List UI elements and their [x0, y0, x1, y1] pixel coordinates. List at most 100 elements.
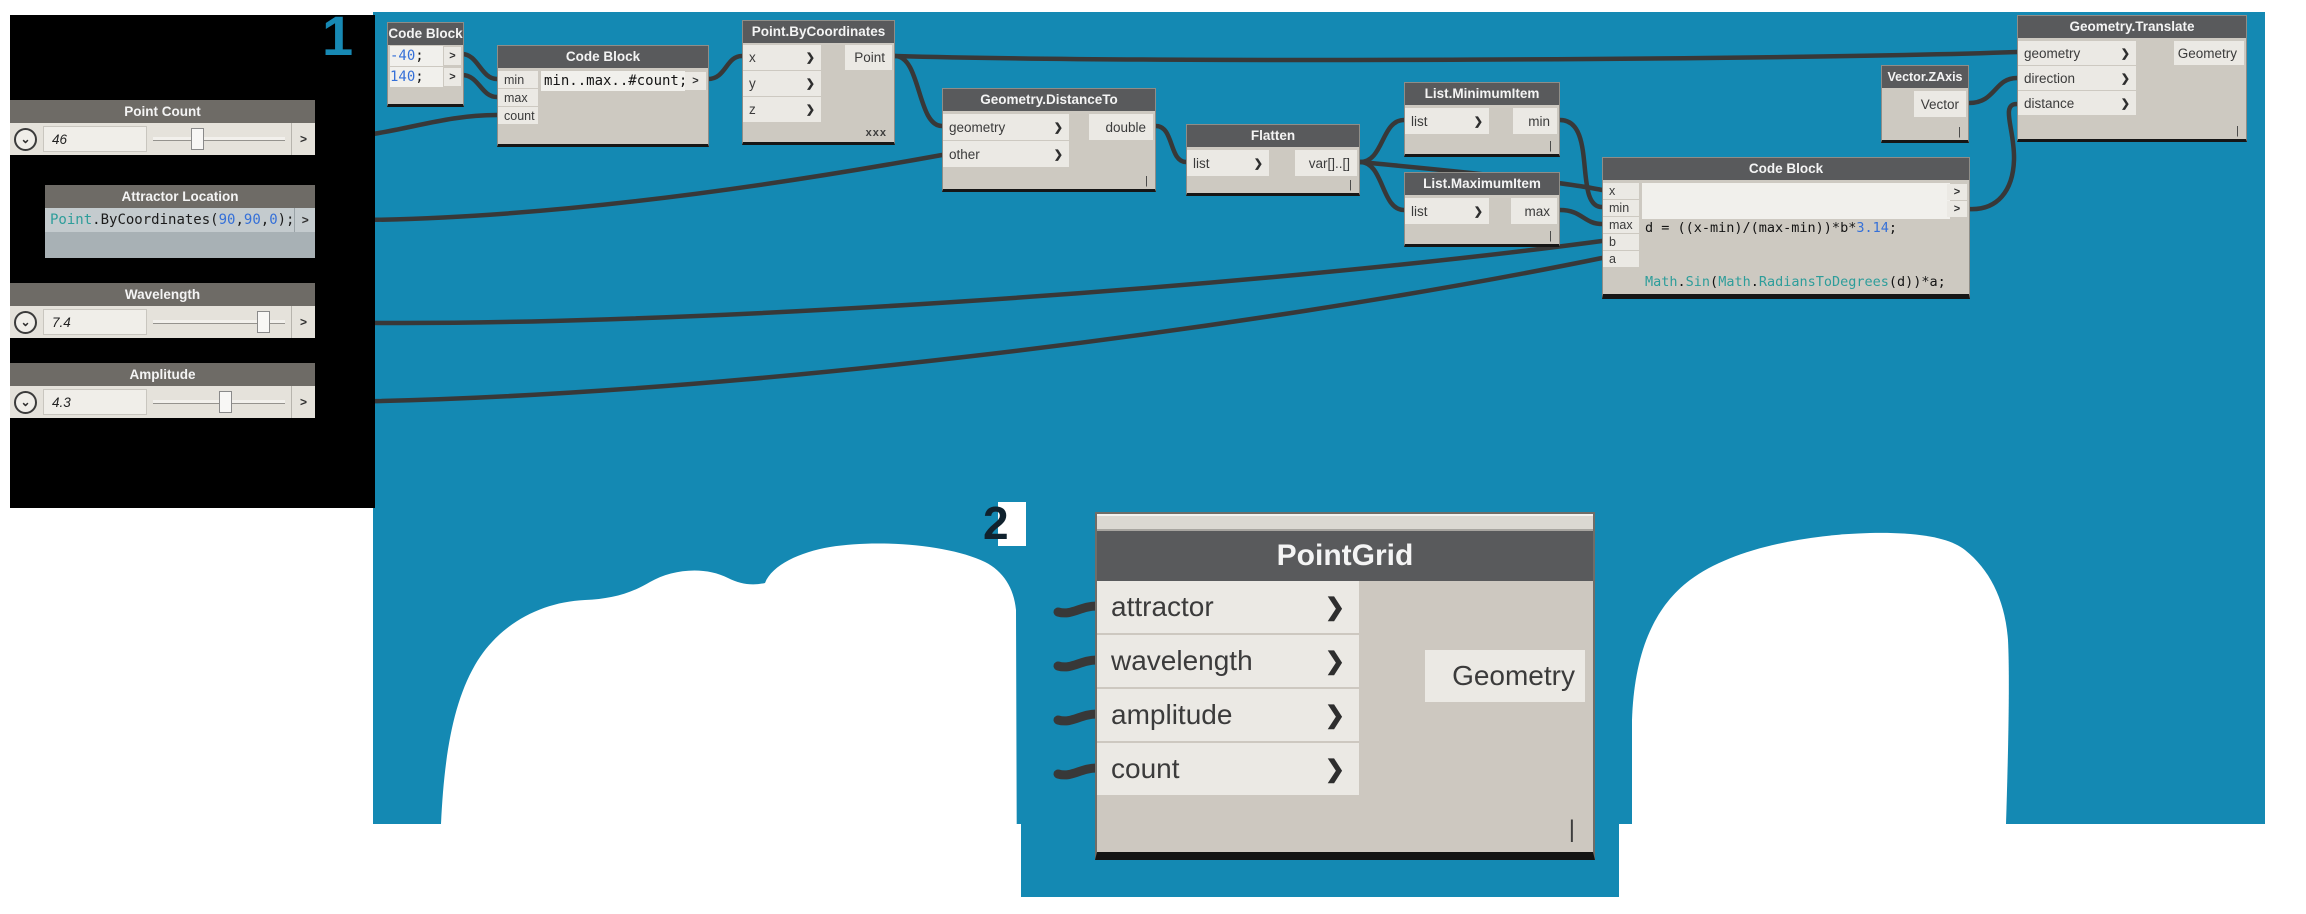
node-point-bycoordinates[interactable]: Point.ByCoordinates x❯ y❯ z❯ Point xxx — [742, 20, 895, 145]
point-count-slider-title[interactable]: Point Count — [10, 100, 315, 123]
output-port[interactable]: > — [685, 72, 706, 90]
attractor-code-body[interactable] — [45, 232, 315, 258]
wire-point-to-distanceto-geometry[interactable] — [892, 53, 945, 129]
input-port-z[interactable]: z❯ — [743, 97, 821, 122]
node-title[interactable]: Code Block — [1603, 158, 1969, 180]
wire-flatten-to-minimumitem[interactable] — [1357, 117, 1407, 165]
input-port-min[interactable]: min — [1603, 200, 1639, 216]
input-port-max[interactable]: max — [1603, 217, 1639, 233]
wire-range-to-x[interactable] — [705, 53, 745, 82]
node-code-block-sine[interactable]: Code Block x min max b a d = ((x-min)/(m… — [1602, 157, 1970, 299]
node-list-minimumitem[interactable]: List.MinimumItem list❯ min | — [1404, 82, 1560, 157]
node-title[interactable]: PointGrid — [1097, 531, 1593, 581]
node-title[interactable]: Geometry.DistanceTo — [943, 89, 1155, 111]
input-port-wavelength[interactable]: wavelength❯ — [1097, 635, 1359, 687]
amplitude-slider-title[interactable]: Amplitude — [10, 363, 315, 386]
pointgrid-top-bar[interactable] — [1097, 514, 1593, 531]
input-port-y[interactable]: y❯ — [743, 71, 821, 96]
wavelength-value[interactable]: 7.4 — [43, 309, 147, 335]
output-port[interactable]: > — [444, 47, 461, 65]
input-port-list[interactable]: list❯ — [1405, 108, 1489, 134]
input-port-geometry[interactable]: geometry❯ — [943, 114, 1069, 140]
slider-knob[interactable] — [257, 311, 270, 333]
lacing-indicator[interactable]: xxx — [865, 127, 887, 139]
wire-point-to-translate-geometry[interactable] — [892, 49, 2020, 63]
input-port-min[interactable]: min — [498, 71, 538, 88]
wire-amplitude-to-a[interactable] — [310, 255, 1605, 405]
node-list-maximumitem[interactable]: List.MaximumItem list❯ max | — [1404, 172, 1560, 247]
wire-stub-attractor[interactable] — [1053, 601, 1102, 618]
wire-140-to-max[interactable] — [459, 72, 500, 100]
node-code-block-values[interactable]: Code Block -40; 140; > > — [387, 22, 464, 107]
input-port-amplitude[interactable]: amplitude❯ — [1097, 689, 1359, 741]
node-title[interactable]: Point.ByCoordinates — [743, 21, 894, 43]
input-port-b[interactable]: b — [1603, 234, 1639, 250]
wire-min-to-codeblock-min[interactable] — [1557, 117, 1605, 210]
chevron-down-icon[interactable]: ⌄ — [14, 390, 37, 414]
input-port-max[interactable]: max — [498, 89, 538, 106]
slider-knob[interactable] — [219, 391, 232, 413]
attractor-code[interactable]: Point.ByCoordinates(90,90,0); — [50, 212, 295, 228]
output-port-geometry[interactable]: Geometry — [2174, 41, 2244, 65]
node-pointgrid[interactable]: PointGrid attractor❯ wavelength❯ amplitu… — [1095, 512, 1595, 860]
wire-attractor-to-other[interactable] — [310, 152, 945, 223]
input-port-count[interactable]: count❯ — [1097, 743, 1359, 795]
amplitude-output-port[interactable]: > — [291, 386, 315, 418]
node-title[interactable]: Flatten — [1187, 125, 1359, 147]
node-geometry-distanceto[interactable]: Geometry.DistanceTo geometry❯ other❯ dou… — [942, 88, 1156, 192]
node-title[interactable]: Code Block — [388, 23, 463, 45]
output-port-vector[interactable]: Vector — [1914, 91, 1966, 117]
code-line[interactable]: -40; — [390, 46, 443, 66]
wavelength-output-port[interactable]: > — [291, 306, 315, 338]
input-port-list[interactable]: list❯ — [1405, 198, 1489, 224]
wire-double-to-flatten[interactable] — [1153, 123, 1189, 165]
node-title[interactable]: Vector.ZAxis — [1882, 66, 1968, 88]
node-title[interactable]: List.MaximumItem — [1405, 173, 1559, 195]
output-port-geometry[interactable]: Geometry — [1425, 650, 1585, 702]
lacing-indicator[interactable]: | — [1549, 140, 1552, 152]
wire-flatten-to-maximumitem[interactable] — [1357, 159, 1407, 213]
output-port-min[interactable]: min — [1513, 108, 1557, 134]
wire-sine-to-distance[interactable] — [1965, 101, 2020, 212]
code-editor[interactable]: d = ((x-min)/(max-min))*b*3.14; Math.Sin… — [1642, 183, 1950, 290]
node-title[interactable]: Code Block — [498, 46, 708, 68]
node-code-block-range[interactable]: Code Block min max count min..max..#coun… — [497, 45, 709, 147]
output-port-point[interactable]: Point — [845, 45, 892, 70]
input-port-distance[interactable]: distance❯ — [2018, 91, 2136, 115]
attractor-location-title[interactable]: Attractor Location — [45, 185, 315, 208]
input-port-other[interactable]: other❯ — [943, 141, 1069, 167]
wire-stub-amplitude[interactable] — [1053, 709, 1102, 726]
slider-track[interactable] — [153, 320, 285, 323]
wire-stub-count[interactable] — [1053, 763, 1102, 780]
node-flatten[interactable]: Flatten list❯ var[]..[] | — [1186, 124, 1360, 196]
wire-neg40-to-min[interactable] — [459, 51, 500, 82]
lacing-indicator[interactable]: | — [1145, 175, 1148, 187]
input-port-geometry[interactable]: geometry❯ — [2018, 41, 2136, 65]
lacing-indicator[interactable]: | — [1349, 179, 1352, 191]
wire-wavelength-to-b[interactable] — [310, 238, 1605, 326]
lacing-indicator[interactable]: | — [1549, 230, 1552, 242]
chevron-down-icon[interactable]: ⌄ — [14, 127, 37, 151]
amplitude-value[interactable]: 4.3 — [43, 389, 147, 415]
output-port-max[interactable]: max — [1511, 198, 1557, 224]
wire-max-to-codeblock-max[interactable] — [1557, 207, 1605, 227]
wire-stub-wavelength[interactable] — [1053, 655, 1102, 672]
output-port-double[interactable]: double — [1089, 114, 1153, 140]
node-title[interactable]: List.MinimumItem — [1405, 83, 1559, 105]
lacing-indicator[interactable]: | — [1958, 126, 1961, 138]
wire-vector-to-direction[interactable] — [1966, 75, 2020, 106]
node-title[interactable]: Geometry.Translate — [2018, 16, 2246, 38]
slider-track[interactable] — [153, 137, 285, 140]
output-port[interactable]: > — [444, 68, 461, 86]
code-line[interactable]: 140; — [390, 67, 443, 87]
chevron-down-icon[interactable]: ⌄ — [14, 310, 37, 334]
point-count-output-port[interactable]: > — [291, 123, 315, 155]
attractor-output-port[interactable]: > — [294, 208, 315, 232]
slider-knob[interactable] — [191, 128, 204, 150]
input-port-direction[interactable]: direction❯ — [2018, 66, 2136, 90]
lacing-indicator[interactable]: | — [1568, 816, 1575, 843]
lacing-indicator[interactable]: | — [2236, 125, 2239, 137]
wavelength-slider-title[interactable]: Wavelength — [10, 283, 315, 306]
input-port-x[interactable]: x — [1603, 183, 1639, 199]
point-count-value[interactable]: 46 — [43, 126, 147, 152]
